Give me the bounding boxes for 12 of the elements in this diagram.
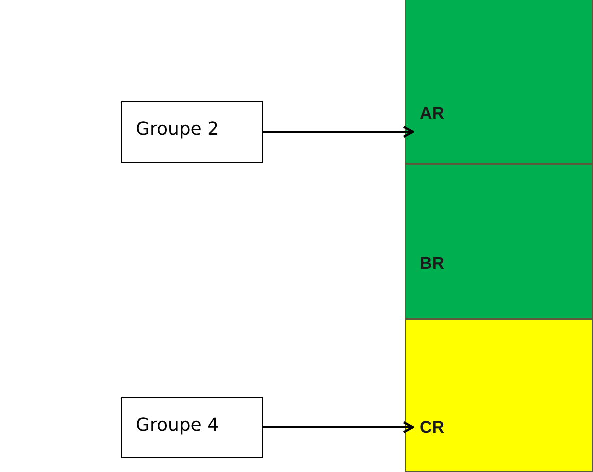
arrow xyxy=(263,126,414,138)
cell-label: CR xyxy=(420,418,445,438)
table-cell xyxy=(405,0,593,164)
label-box xyxy=(121,397,263,458)
table-cell xyxy=(405,319,593,472)
group-label: Groupe 2 xyxy=(136,119,220,140)
cell-label: AR xyxy=(420,104,445,124)
table-cell xyxy=(405,164,593,319)
arrow xyxy=(263,421,414,434)
group-label: Groupe 4 xyxy=(136,415,220,436)
cell-label: BR xyxy=(420,254,445,274)
label-box xyxy=(121,101,263,163)
